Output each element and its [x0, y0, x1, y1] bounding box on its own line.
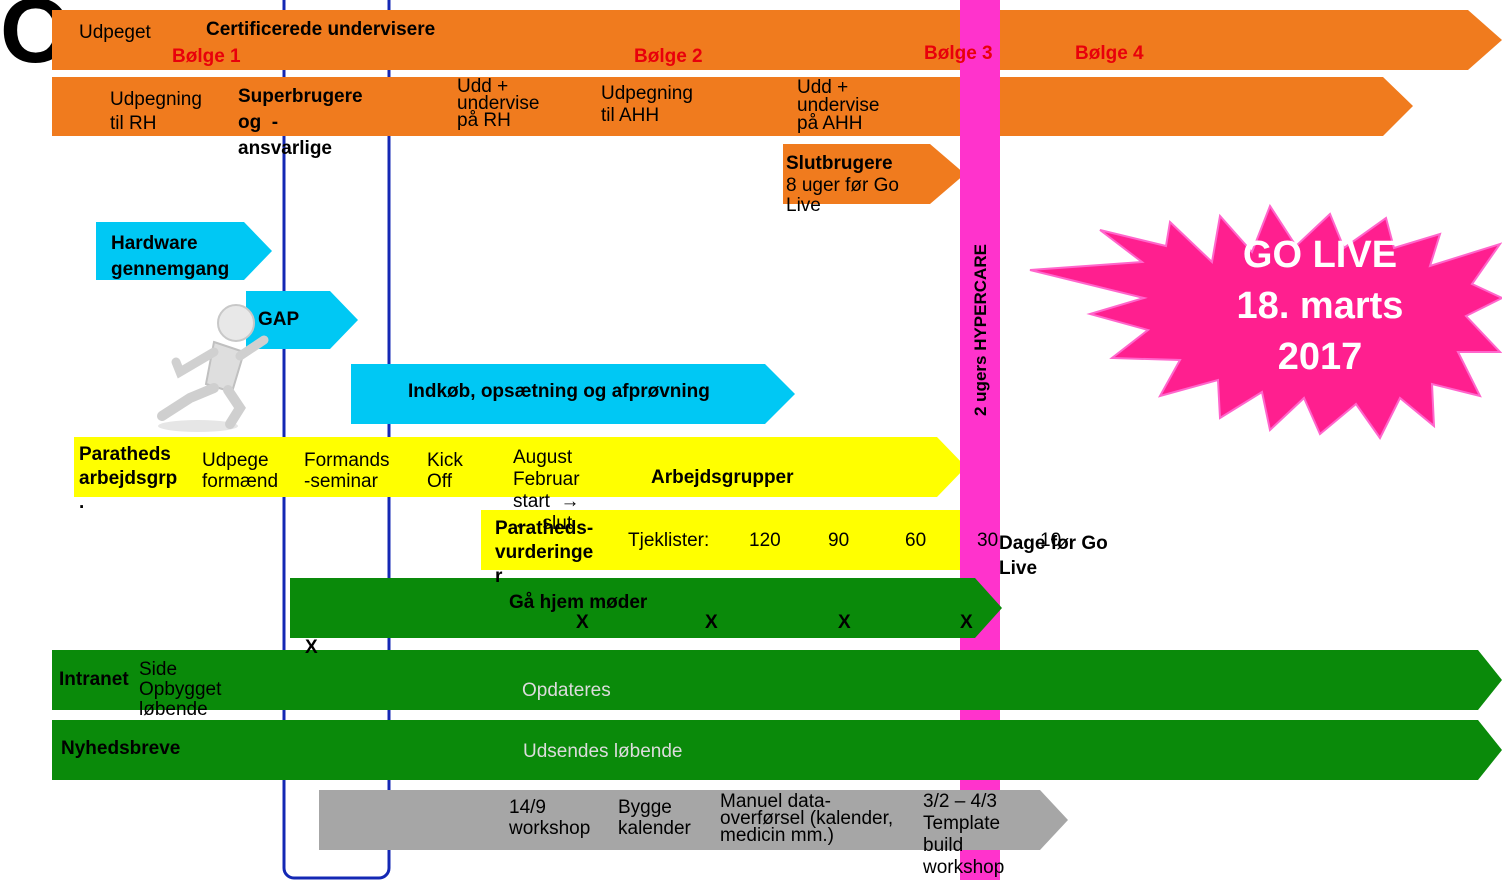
- paratheds-title: Paratheds arbejdsgrp .: [79, 444, 178, 513]
- days-10: 10: [1040, 530, 1062, 551]
- indkob-label: Indkøb, opsætning og afprøvning: [408, 381, 710, 402]
- nyhedsbreve-label: Nyhedsbreve: [61, 738, 181, 759]
- dage-label: Dage før Go Live: [999, 533, 1108, 579]
- udd-rh-label: Udd + undervise på RH: [457, 76, 540, 131]
- gray-manuel: Manuel data- overførsel (kalender, medic…: [720, 791, 894, 846]
- cyan-arrow-gap: [246, 291, 358, 349]
- wave-1-label: Bølge 1: [172, 46, 241, 67]
- wave-4-label: Bølge 4: [1075, 43, 1144, 64]
- yellow-arrow-vurdering: [481, 510, 995, 570]
- wave-3-label: Bølge 3: [924, 43, 993, 64]
- intranet-side: Side Opbygget løbende: [139, 659, 222, 720]
- gaahjem-x-4: X: [960, 612, 973, 633]
- days-30: 30: [977, 530, 999, 551]
- gray-workshop: 14/9 workshop: [509, 797, 591, 839]
- orange-arrow-certificerede: [52, 10, 1502, 70]
- arbejdsgrupper-label: Arbejdsgrupper: [651, 467, 794, 488]
- udd-ahh-label: Udd + undervise på AHH: [797, 77, 880, 134]
- cyan-arrow-indkob: [351, 364, 795, 424]
- slutbrugere-title: Slutbrugere: [786, 153, 893, 174]
- udpegning-ahh-label: Udpegning til AHH: [601, 83, 693, 126]
- green-arrow-nyhedsbreve: [52, 720, 1502, 780]
- kick-off: Kick Off: [427, 450, 463, 492]
- nyhedsbreve-udsendes: Udsendes løbende: [523, 741, 683, 762]
- orange-arrow-superbrugere: [52, 77, 1413, 136]
- gray-arrow-template: [319, 790, 1068, 850]
- gap-label: GAP: [258, 309, 300, 330]
- formands-seminar: Formands -seminar: [304, 450, 390, 492]
- superbrugere-label: Superbrugere og - ansvarlige: [238, 86, 363, 159]
- vurdering-title: Paratheds- vurderinge r: [495, 518, 594, 587]
- gaahjem-x-2: X: [705, 612, 718, 633]
- gaahjem-x-1: X: [576, 612, 589, 633]
- hypercare-label: 2 ugers HYPERCARE: [971, 244, 990, 416]
- slutbrugere-sub: 8 uger før Go Live: [786, 175, 899, 216]
- green-arrow-intranet: [52, 650, 1502, 710]
- golive-label: GO LIVE 18. marts 2017: [1236, 234, 1404, 378]
- gaahjem-x-3: X: [838, 612, 851, 633]
- udpege-formaend: Udpege formænd: [202, 450, 279, 492]
- running-figure-icon: [157, 304, 269, 432]
- yellow-arrow-paratheds: [74, 437, 966, 497]
- august-februar: August Februar start → ← slut: [513, 447, 580, 534]
- golive-starburst: [1029, 203, 1502, 440]
- udpegning-rh-label: Udpegning til RH: [110, 89, 202, 134]
- certificerede-label: Certificerede undervisere: [206, 19, 436, 40]
- days-90: 90: [828, 530, 850, 551]
- superbruger-bracket: [282, 0, 391, 880]
- tjeklister-label: Tjeklister:: [628, 530, 710, 551]
- gray-bygge: Bygge kalender: [618, 797, 691, 839]
- wave-2-label: Bølge 2: [634, 46, 703, 67]
- green-arrow-gaahjem: [290, 578, 1002, 638]
- gaahjem-x-0: X: [305, 637, 318, 658]
- udpeget-label: Udpeget: [79, 22, 151, 43]
- hardware-label: Hardware gennemgang: [111, 233, 230, 280]
- cyan-arrow-hardware: [96, 222, 272, 280]
- gaahjem-title: Gå hjem møder: [509, 592, 648, 613]
- days-120: 120: [749, 530, 781, 551]
- intranet-label: Intranet: [59, 669, 129, 690]
- days-60: 60: [905, 530, 927, 551]
- gray-template: 3/2 – 4/3 Template build workshop: [923, 791, 1005, 878]
- intranet-opdateres: Opdateres: [522, 680, 611, 701]
- orange-arrow-slutbrugere: [783, 144, 965, 204]
